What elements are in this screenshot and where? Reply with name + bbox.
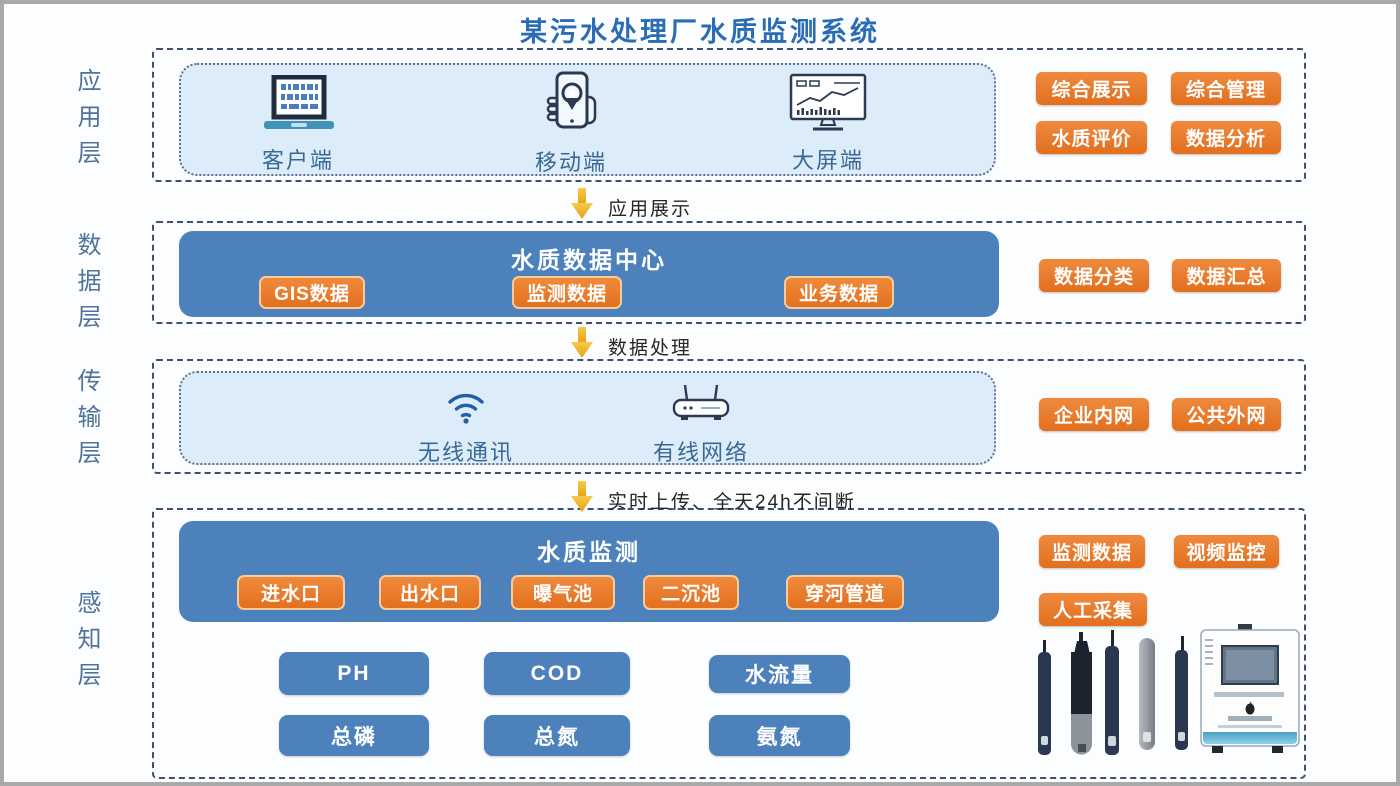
wireless-endpoint: 无线通讯 — [376, 383, 556, 467]
param-total-p-button: 总磷 — [279, 715, 429, 756]
mobile-icon — [535, 71, 607, 140]
analyzer-device-image — [1200, 624, 1300, 753]
sensor-probes-image — [1038, 624, 1300, 755]
tag-data-analysis: 数据分析 — [1171, 121, 1281, 154]
wired-endpoint: 有线网络 — [611, 383, 791, 467]
bigscreen-endpoint: 大屏端 — [738, 73, 918, 175]
laptop-icon — [260, 74, 336, 138]
transmission-layer-frame — [152, 359, 1306, 474]
tag-aeration-tank: 曝气池 — [511, 575, 615, 610]
tag-data-classification: 数据分类 — [1039, 259, 1149, 292]
layer-label-perception: 感知层 — [73, 590, 100, 698]
tag-video-surveillance: 视频监控 — [1174, 535, 1279, 568]
wireless-endpoint-label: 无线通讯 — [417, 440, 514, 465]
arrow-label-application-display: 应用展示 — [608, 199, 693, 220]
param-ammonia-button: 氨氮 — [709, 715, 850, 756]
page-title: 某污水处理厂水质监测系统 — [520, 17, 880, 47]
client-endpoint-label: 客户端 — [261, 148, 334, 173]
layer-label-data: 数据层 — [73, 232, 100, 340]
down-arrow-icon — [571, 188, 593, 219]
water-monitoring-title: 水质监测 — [537, 539, 641, 565]
tag-gis-data: GIS数据 — [259, 276, 365, 309]
arrow-label-realtime-upload: 实时上传、全天24h不间断 — [608, 492, 856, 513]
tag-inlet: 进水口 — [237, 575, 345, 610]
router-icon — [668, 383, 734, 430]
application-layer-frame — [152, 48, 1306, 182]
tag-water-quality-evaluation: 水质评价 — [1036, 121, 1147, 154]
param-ph-button: PH — [279, 652, 429, 695]
param-total-n-button: 总氮 — [484, 715, 630, 756]
arrow-label-data-processing: 数据处理 — [608, 338, 693, 359]
tag-secondary-tank: 二沉池 — [643, 575, 739, 610]
tag-comprehensive-management: 综合管理 — [1171, 72, 1281, 105]
water-monitoring-panel: 水质监测 进水口 出水口 曝气池 二沉池 穿河管道 — [179, 521, 999, 622]
param-cod-button: COD — [484, 652, 630, 695]
data-layer-frame — [152, 221, 1306, 324]
tag-monitoring-data: 监测数据 — [512, 276, 622, 309]
tag-manual-collection: 人工采集 — [1039, 593, 1147, 626]
tag-public-extranet: 公共外网 — [1172, 398, 1281, 431]
tag-enterprise-intranet: 企业内网 — [1039, 398, 1149, 431]
tag-business-data: 业务数据 — [784, 276, 894, 309]
client-endpoint: 客户端 — [208, 74, 388, 175]
data-center-panel: 水质数据中心 GIS数据 监测数据 业务数据 — [179, 231, 999, 317]
mobile-endpoint: 移动端 — [481, 71, 661, 177]
mobile-endpoint-label: 移动端 — [534, 150, 607, 175]
data-center-title: 水质数据中心 — [511, 247, 667, 273]
perception-layer-frame — [152, 508, 1306, 779]
param-flow-button: 水流量 — [709, 655, 850, 693]
tag-monitoring-data-sense: 监测数据 — [1039, 535, 1145, 568]
wired-endpoint-label: 有线网络 — [652, 440, 749, 465]
down-arrow-icon — [571, 327, 593, 358]
down-arrow-icon — [571, 481, 593, 512]
layer-label-transmission: 传输层 — [73, 368, 100, 476]
bigscreen-icon — [786, 73, 870, 138]
tag-comprehensive-display: 综合展示 — [1036, 72, 1147, 105]
tag-outlet: 出水口 — [379, 575, 481, 610]
wifi-icon — [442, 383, 490, 430]
tag-data-summary: 数据汇总 — [1172, 259, 1281, 292]
transmission-panel: 无线通讯 有线网络 — [179, 371, 996, 465]
application-panel: 客户端 移动端 — [179, 63, 996, 176]
layer-label-application: 应用层 — [73, 68, 100, 176]
bigscreen-endpoint-label: 大屏端 — [791, 148, 864, 173]
tag-river-pipeline: 穿河管道 — [786, 575, 904, 610]
